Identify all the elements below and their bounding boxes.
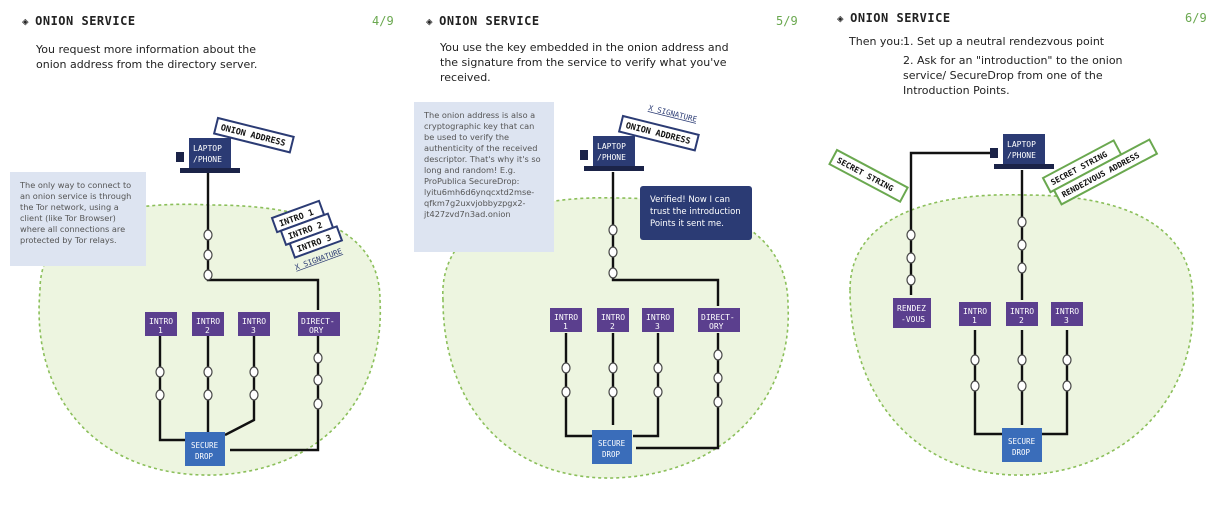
page-number: 5/9 xyxy=(776,14,798,28)
svg-text:/PHONE: /PHONE xyxy=(1007,151,1036,160)
svg-text:INTRO: INTRO xyxy=(554,313,578,322)
laptop-node: ≈ LAPTOP /PHONE xyxy=(176,133,240,173)
page-number: 6/9 xyxy=(1185,11,1207,25)
relay-beads xyxy=(155,229,323,410)
svg-text:/PHONE: /PHONE xyxy=(597,153,626,162)
svg-text:INTRO: INTRO xyxy=(1055,307,1079,316)
svg-text:DROP: DROP xyxy=(195,452,214,461)
securedrop-node: SECURE DROP xyxy=(592,430,632,464)
svg-text:SECURE: SECURE xyxy=(191,441,219,450)
wifi-icon: ≈ xyxy=(988,121,993,130)
svg-text:1: 1 xyxy=(158,326,163,335)
svg-text:1: 1 xyxy=(563,322,568,331)
step-1: 1. Set up a neutral rendezvous point xyxy=(903,35,1105,48)
svg-text:INTRO: INTRO xyxy=(242,317,266,326)
svg-text:INTRO: INTRO xyxy=(149,317,173,326)
svg-text:SECURE: SECURE xyxy=(598,439,626,448)
svg-text:ORY: ORY xyxy=(709,322,724,331)
svg-text:INTRO: INTRO xyxy=(646,313,670,322)
svg-text:RENDEZ: RENDEZ xyxy=(897,304,926,313)
svg-text:2: 2 xyxy=(1019,316,1024,325)
securedrop-node: SECURE DROP xyxy=(185,432,225,466)
secret-string-tag-left: SECRET STRING xyxy=(828,148,909,204)
onion-icon: ◈ xyxy=(22,15,30,28)
securedrop-node: SECURE DROP xyxy=(1002,428,1042,462)
panel-title: ◈ ONION SERVICE xyxy=(22,14,136,28)
diagram-3: ≈ LAPTOP /PHONE SECRET STRING SECRET STR… xyxy=(828,121,1194,476)
panel-text: You use the key embedded in the onion ad… xyxy=(440,41,729,84)
page-number: 4/9 xyxy=(372,14,394,28)
laptop-node: ≈ LAPTOP /PHONE xyxy=(988,121,1054,169)
signature-mark: X SIGNATURE xyxy=(648,103,699,124)
laptop-label: LAPTOP xyxy=(1007,140,1036,149)
svg-text:1: 1 xyxy=(972,316,977,325)
wifi-icon: ≈ xyxy=(578,125,583,134)
svg-text:DIRECT-: DIRECT- xyxy=(301,317,335,326)
svg-text:DROP: DROP xyxy=(602,450,621,459)
svg-text:/PHONE: /PHONE xyxy=(193,155,222,164)
title-text: ONION SERVICE xyxy=(850,11,951,25)
svg-text:SECRET STRING: SECRET STRING xyxy=(835,156,895,193)
svg-text:ORY: ORY xyxy=(309,326,324,335)
secret-string-tag-right: SECRET STRING RENDEZVOUS ADDRESS xyxy=(1041,138,1159,206)
rendezvous-node: RENDEZ -VOUS xyxy=(893,298,931,328)
panel-title: ◈ ONION SERVICE xyxy=(837,11,951,25)
diagram-1: ≈ LAPTOP /PHONE ONION ADDRESS INTRO 1 IN… xyxy=(38,116,382,476)
relay-beads xyxy=(561,224,723,408)
svg-text:-VOUS: -VOUS xyxy=(901,315,925,324)
laptop-node: ≈ LAPTOP /PHONE xyxy=(578,125,644,171)
panel-text: You request more information about the o… xyxy=(36,43,258,71)
svg-text:SECURE: SECURE xyxy=(1008,437,1036,446)
svg-text:INTRO: INTRO xyxy=(963,307,987,316)
svg-text:3: 3 xyxy=(1064,316,1069,325)
step-2: 2. Ask for an "introduction" to the onio… xyxy=(903,54,1123,97)
info-note: The onion address is also a cryptographi… xyxy=(414,102,554,252)
svg-text:DROP: DROP xyxy=(1012,448,1031,457)
directory-node: DIRECT-ORY xyxy=(298,312,340,336)
svg-text:DIRECT-: DIRECT- xyxy=(701,313,735,322)
laptop-label: LAPTOP xyxy=(193,144,222,153)
panel-lead: Then you: xyxy=(849,35,904,48)
directory-node: DIRECT-ORY xyxy=(698,308,740,332)
title-text: ONION SERVICE xyxy=(439,14,540,28)
verified-bubble: Verified! Now I can trust the introducti… xyxy=(640,186,752,240)
svg-text:2: 2 xyxy=(610,322,615,331)
panel-2: ◈ ONION SERVICE 5/9 You use the key embed… xyxy=(408,0,808,510)
diagram-2: ≈ LAPTOP /PHONE ONION ADDRESS X SIGNATUR… xyxy=(442,103,789,479)
laptop-label: LAPTOP xyxy=(597,142,626,151)
svg-text:3: 3 xyxy=(655,322,660,331)
onion-icon: ◈ xyxy=(837,12,845,25)
title-text: ONION SERVICE xyxy=(35,14,136,28)
info-note: The only way to connect to an onion serv… xyxy=(10,172,146,266)
svg-text:INTRO: INTRO xyxy=(601,313,625,322)
panel-title: ◈ ONION SERVICE xyxy=(426,14,540,28)
svg-text:2: 2 xyxy=(205,326,210,335)
svg-text:3: 3 xyxy=(251,326,256,335)
tor-network-area xyxy=(442,196,789,479)
panel-1: ◈ ONION SERVICE 4/9 You request more info… xyxy=(0,0,400,510)
svg-text:INTRO: INTRO xyxy=(196,317,220,326)
wifi-icon: ≈ xyxy=(176,133,181,142)
relay-beads xyxy=(906,216,1072,392)
onion-icon: ◈ xyxy=(426,15,434,28)
panel-3: ◈ ONION SERVICE 6/9 Then you: 1. Set up a… xyxy=(815,0,1215,510)
svg-text:INTRO: INTRO xyxy=(1010,307,1034,316)
